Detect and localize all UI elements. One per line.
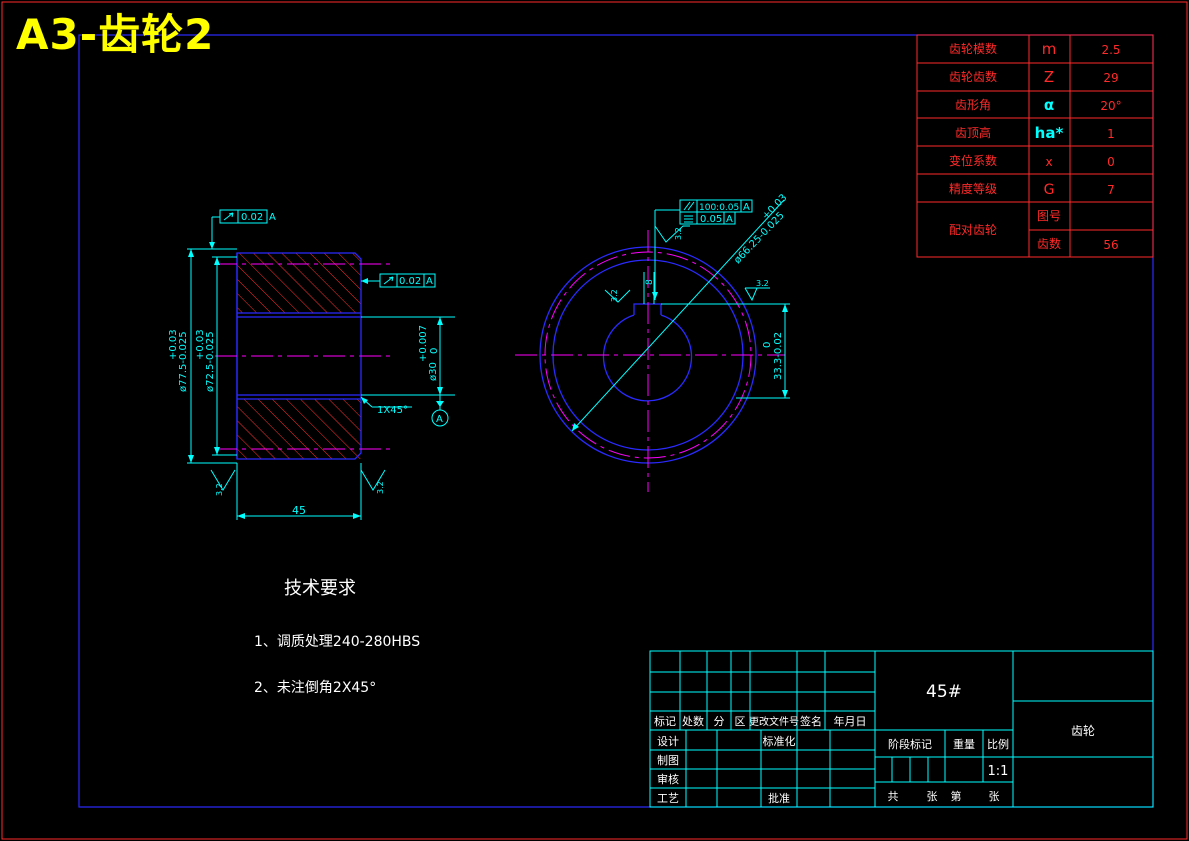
design-label: 设计 [657, 735, 679, 748]
drawing-title: A3-齿轮2 [16, 10, 215, 59]
side-end-view [515, 199, 790, 492]
process-label: 工艺 [657, 792, 679, 805]
roughness-side-right: 3.2 [756, 279, 769, 288]
roughness-side-top: 3.2 [674, 227, 683, 240]
param-value-module: 2.5 [1101, 43, 1120, 57]
param-symbol-accuracy: G [1044, 182, 1055, 198]
mating-gear-label: 配对齿轮 [949, 223, 997, 237]
runout-top-tolerance: 0.02 [241, 212, 263, 223]
sheet-number-prefix: 第 [951, 789, 962, 803]
gear-parameter-table [916, 34, 1154, 258]
param-value-pressure-angle: 20° [1100, 99, 1121, 113]
review-label: 审核 [657, 772, 679, 786]
stage-mark-label: 阶段标记 [888, 737, 932, 751]
section-hatch-bottom [237, 399, 361, 459]
rev-header-zone: 区 [735, 715, 746, 728]
rev-header-signature: 签名 [800, 714, 822, 728]
param-symbol-shift: x [1045, 155, 1052, 169]
datum-a-label: A [436, 414, 443, 425]
param-name-module: 齿轮模数 [949, 41, 997, 56]
param-value-addendum: 1 [1107, 127, 1115, 141]
part-name-label: 齿轮 [1071, 724, 1095, 738]
param-value-accuracy: 7 [1107, 183, 1115, 197]
weight-label: 重量 [953, 737, 975, 751]
dim-bore-tol-upper: +0.007 [418, 325, 429, 362]
dim-width: 45 [292, 504, 306, 517]
param-symbol-pressure-angle: α [1044, 96, 1054, 114]
material-label: 45# [926, 682, 962, 702]
param-name-teeth: 齿轮齿数 [949, 69, 997, 84]
drawing-frame [78, 34, 1154, 808]
roughness-right: 3.2 [376, 481, 385, 494]
standardize-label: 标准化 [763, 734, 796, 748]
param-name-addendum: 齿顶高 [955, 125, 991, 140]
dim-side-diameter: ø66.25-0.025 [732, 210, 786, 266]
param-value-teeth: 29 [1103, 71, 1118, 85]
param-name-accuracy: 精度等级 [949, 181, 997, 196]
tech-req-item-1: 1、调质处理240-280HBS [254, 634, 420, 650]
param-symbol-module: m [1042, 40, 1057, 58]
rev-header-mark: 标记 [654, 714, 676, 728]
sheet-total-prefix: 共 [888, 790, 899, 803]
parallelism-tolerance: 100:0.05 [699, 203, 739, 213]
mating-teeth-label: 齿数 [1037, 236, 1061, 251]
runout-top-datum: A [269, 212, 276, 223]
dim-mid-diameter: ø72.5-0.025 [205, 331, 216, 392]
runout-right-tolerance: 0.02 [399, 276, 421, 287]
dim-outer-diameter: ø77.5-0.025 [178, 331, 189, 392]
rev-header-change-doc: 更改文件号 [749, 715, 799, 728]
scale-value: 1:1 [988, 764, 1009, 779]
rev-header-count: 处数 [682, 715, 704, 728]
symmetry-datum: A [726, 214, 733, 225]
tech-req-heading: 技术要求 [284, 578, 356, 599]
roughness-side-left: 3.2 [610, 289, 619, 302]
dim-outer-tolerance: +0.03 [168, 329, 179, 360]
mating-drawing-no-label: 图号 [1037, 209, 1061, 223]
front-section-view [187, 209, 455, 520]
dim-keyway-width: 8 [645, 279, 655, 285]
param-name-shift: 变位系数 [949, 153, 997, 168]
mating-teeth-value: 56 [1103, 238, 1118, 252]
rev-header-date: 年月日 [834, 714, 867, 728]
runout-right-datum: A [426, 276, 433, 287]
sheet-unit-1: 张 [927, 790, 938, 803]
symmetry-tolerance: 0.05 [700, 214, 722, 225]
roughness-left: 3.2 [215, 483, 224, 496]
param-value-shift: 0 [1107, 155, 1115, 169]
dim-bore-diameter: ø30 [428, 362, 439, 381]
param-symbol-addendum: ha* [1035, 124, 1064, 142]
dim-bore-tol-lower: 0 [429, 348, 440, 354]
dim-keyway-height: 33.3-0.02 [773, 332, 784, 380]
tech-req-item-2: 2、未注倒角2X45° [254, 680, 376, 696]
section-hatch-top [237, 253, 361, 313]
param-symbol-teeth: Z [1044, 68, 1054, 86]
drafting-label: 制图 [657, 754, 679, 767]
dim-chamfer: 1X45° [377, 405, 408, 416]
scale-label: 比例 [987, 737, 1009, 751]
rev-header-division: 分 [714, 715, 725, 728]
parallelism-datum: A [743, 202, 750, 213]
title-block [649, 650, 1154, 808]
dim-keyway-height-tol: 0 [762, 342, 773, 348]
approve-label: 批准 [768, 791, 790, 805]
dim-mid-tolerance: +0.03 [195, 329, 206, 360]
param-name-pressure-angle: 齿形角 [955, 98, 991, 112]
sheet-unit-2: 张 [989, 790, 1000, 803]
